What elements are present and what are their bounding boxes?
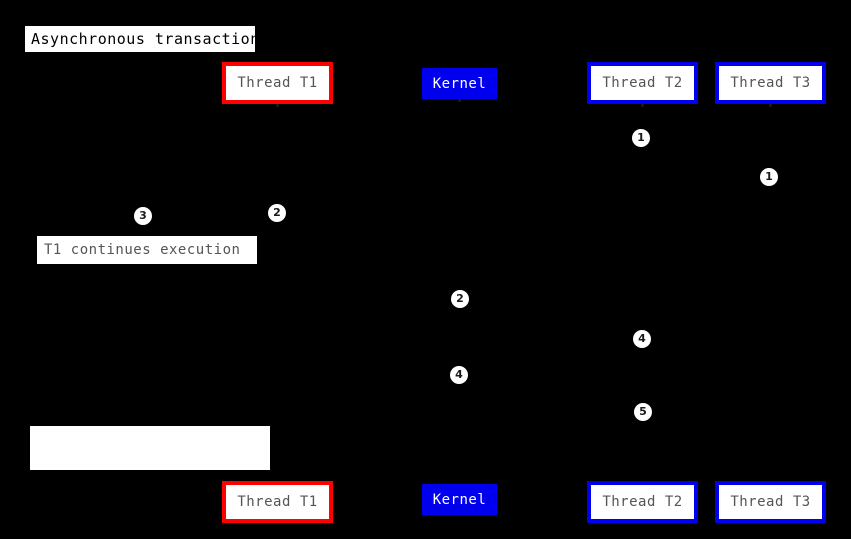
participant-bottom-kernel[interactable]: Kernel [422,484,497,515]
participant-label: Thread T2 [602,75,683,91]
note-box-empty[interactable] [30,426,270,470]
note-label: T1 continues execution [44,242,241,258]
step-badge-2: 1 [760,168,778,186]
participant-label: Kernel [432,75,487,92]
participant-top-thread-t2[interactable]: Thread T2 [587,62,698,104]
step-badge-3: 3 [134,207,152,225]
participant-label: Thread T1 [237,494,318,510]
participant-label: Thread T1 [237,75,318,91]
lifeline-1 [277,104,278,481]
participant-bottom-thread-t2[interactable]: Thread T2 [587,481,698,523]
note-box-1[interactable]: T1 continues execution [37,236,257,264]
step-badge-8: 5 [634,403,652,421]
participant-label: Thread T2 [602,494,683,510]
participant-bottom-thread-t1[interactable]: Thread T1 [222,481,333,523]
participant-top-thread-t1[interactable]: Thread T1 [222,62,333,104]
participant-label: Thread T3 [730,494,811,510]
step-badge-1: 1 [632,129,650,147]
step-badge-6: 4 [633,330,651,348]
step-badge-5: 2 [451,290,469,308]
step-badge-7: 4 [450,366,468,384]
lifeline-stub-4 [769,104,772,107]
participant-top-thread-t3[interactable]: Thread T3 [715,62,826,104]
lifeline-stub-3 [641,104,644,107]
participant-label: Kernel [432,491,487,508]
step-badge-4: 2 [268,204,286,222]
participant-label: Thread T3 [730,75,811,91]
participant-bottom-thread-t3[interactable]: Thread T3 [715,481,826,523]
diagram-title: Asynchronous transaction [25,26,259,52]
lifeline-stub-1 [276,104,279,107]
lifeline-stub-2 [458,99,461,102]
participant-top-kernel[interactable]: Kernel [422,68,497,99]
lifeline-4 [770,104,771,481]
lifeline-3 [642,104,643,481]
